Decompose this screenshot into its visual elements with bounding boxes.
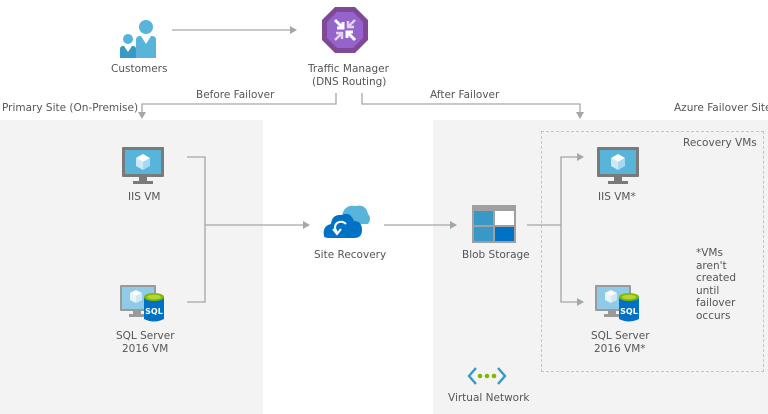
virtual-network-icon — [467, 367, 507, 385]
primary-sql-vm-label-line2: 2016 VM — [122, 343, 169, 355]
blob-storage-label: Blob Storage — [462, 249, 530, 261]
sql-vm-icon: SQL — [595, 285, 639, 322]
edge-recovery-sql — [560, 225, 584, 306]
traffic-manager-label-line1: Traffic Manager — [308, 63, 389, 75]
recovery-iis-vm-node — [597, 147, 639, 191]
primary-iis-vm-node — [122, 147, 164, 191]
azure-site-label: Azure Failover Site — [674, 102, 768, 114]
recovery-vms-label: Recovery VMs — [683, 137, 757, 149]
recovery-sql-vm-node: SQL — [595, 285, 641, 329]
edge-primary-iis-bracket — [187, 156, 206, 225]
customers-label: Customers — [111, 63, 168, 75]
sql-vm-icon: SQL — [120, 285, 164, 322]
vm-monitor-icon — [597, 147, 639, 184]
virtual-network-label: Virtual Network — [448, 392, 530, 404]
traffic-manager-icon — [322, 7, 368, 53]
site-recovery-label: Site Recovery — [314, 249, 387, 261]
edge-after-failover — [361, 93, 584, 119]
site-recovery-icon — [323, 205, 370, 238]
edge-before-failover — [138, 93, 337, 119]
failover-note: *VMs aren't created until failover occur… — [696, 247, 736, 322]
virtual-network-node — [467, 366, 507, 390]
edge-recovery-iis — [560, 153, 584, 225]
primary-site-label: Primary Site (On-Premise) — [2, 102, 139, 114]
after-failover-label: After Failover — [430, 89, 500, 101]
customers-node — [119, 18, 159, 58]
customers-icon — [120, 20, 156, 58]
primary-iis-vm-label: IIS VM — [128, 191, 161, 203]
recovery-vms-group — [541, 131, 764, 372]
blob-storage-node — [472, 205, 516, 247]
vm-monitor-icon — [122, 147, 164, 184]
blob-storage-icon — [472, 205, 516, 243]
site-recovery-node — [322, 202, 372, 246]
recovery-sql-vm-label-line1: SQL Server — [591, 330, 650, 342]
traffic-manager-label-line2: (DNS Routing) — [312, 76, 387, 88]
traffic-manager-node — [321, 6, 369, 54]
recovery-iis-vm-label: IIS VM* — [598, 191, 636, 203]
before-failover-label: Before Failover — [196, 89, 275, 101]
sql-badge-text: SQL — [620, 307, 638, 316]
edge-primary-sql-bracket — [187, 225, 206, 303]
recovery-sql-vm-label-line2: 2016 VM* — [594, 343, 646, 355]
primary-sql-vm-node: SQL — [120, 285, 166, 329]
sql-badge-text: SQL — [145, 307, 163, 316]
primary-sql-vm-label-line1: SQL Server — [116, 330, 175, 342]
